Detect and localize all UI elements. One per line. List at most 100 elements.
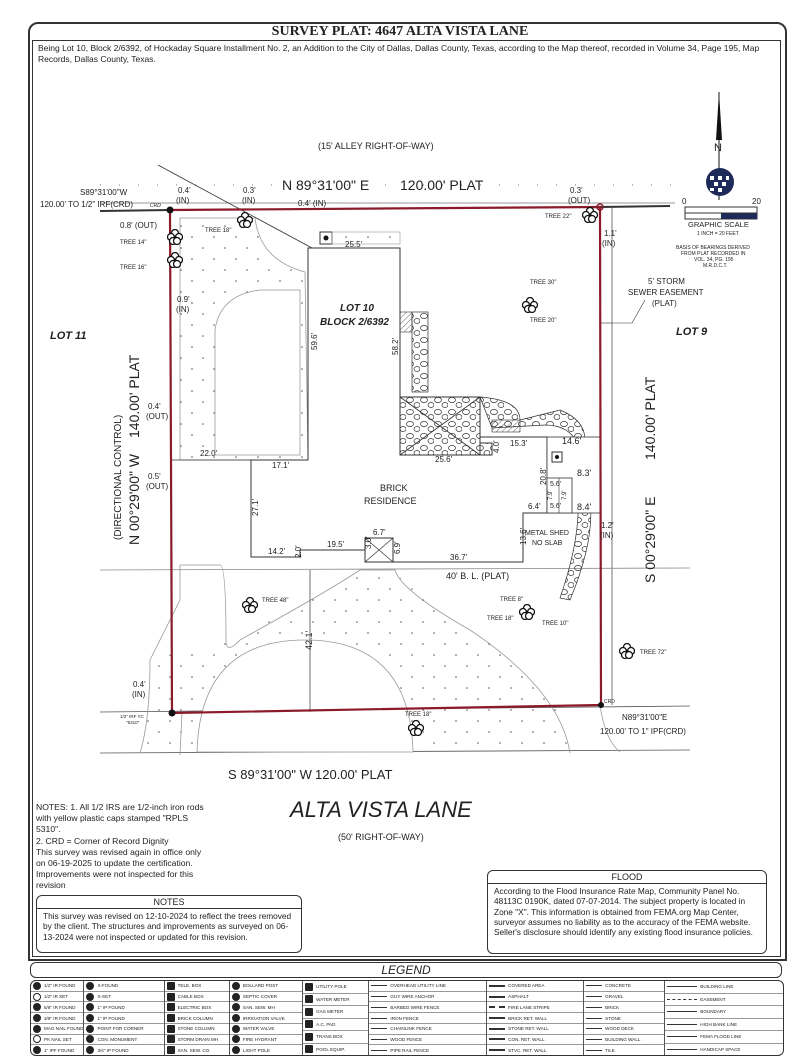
- legend-item: BOUNDARY: [665, 1006, 784, 1019]
- legend-symbol-icon: [86, 1003, 95, 1012]
- legend-label: ELECTRIC BOX: [177, 1004, 212, 1010]
- dimension-label: 25.6': [435, 455, 453, 464]
- west-bearing: N 00°29'00" W: [126, 453, 142, 545]
- notes-box-title: NOTES: [37, 896, 301, 909]
- offset-label: 1.1': [604, 229, 617, 238]
- flood-title: FLOOD: [488, 871, 766, 884]
- legend-item: PK NAIL SET: [31, 1035, 84, 1046]
- legend-label: 5/8" IR FOUND: [44, 1004, 76, 1010]
- legend-item: ELECTRIC BOX: [164, 1002, 229, 1014]
- legend-label: 1" IP FOUND: [97, 1004, 125, 1010]
- dimension-label: 2.0': [294, 545, 303, 558]
- legend-item: X-SET: [84, 992, 164, 1003]
- legend-label: WOOD DECK: [605, 1026, 634, 1032]
- offset-label: 0.4' (IN): [298, 199, 327, 208]
- legend-item: HANDICAP SPACE: [665, 1044, 783, 1056]
- sw-pin-label: 1/2" IRF YC: [120, 714, 144, 719]
- dimension-label: 36.7': [450, 553, 468, 562]
- legend-symbol-icon: [33, 1035, 41, 1044]
- offset-label: (IN): [132, 690, 146, 699]
- legend-label: PK NAIL SET: [44, 1036, 72, 1042]
- legend-symbol-icon: [371, 1017, 388, 1019]
- legend-label: BUILDING LINE: [700, 984, 734, 990]
- legend-item: 1" IPF FOUND: [31, 1045, 83, 1055]
- flood-text: According to the Flood Insurance Rate Ma…: [494, 886, 753, 938]
- legend-item: TRANS BOX: [303, 1031, 369, 1044]
- dimension-label: 6.9': [393, 541, 402, 554]
- legend-label: SAN. SEW. CO.: [177, 1047, 211, 1053]
- note-line: 5310".: [36, 824, 61, 835]
- residence-label: BRICK: [380, 483, 408, 493]
- south-bearing: S 89°31'00" W: [228, 767, 312, 782]
- tree-icon: [407, 719, 425, 737]
- legend-symbol-icon: [371, 1038, 388, 1040]
- legend-label: 1" IP FOUND: [97, 1015, 125, 1021]
- legend-item: WOOD DECK: [584, 1024, 665, 1035]
- dimension-label: 59.6': [310, 332, 319, 350]
- legend-symbol-icon: [86, 992, 95, 1001]
- offset-label: 0.9': [177, 295, 190, 304]
- offset-label: (IN): [602, 239, 616, 248]
- legend-label: GAS METER: [316, 1009, 344, 1015]
- legend-label: HIGH BANK LINE: [700, 1021, 738, 1027]
- legend-item: WATER METER: [303, 994, 369, 1006]
- legend-label: A.C. PAD: [316, 1021, 336, 1027]
- se-bearing: N89°31'00"E: [622, 713, 668, 722]
- legend-label: STONE RET. WALL: [508, 1026, 549, 1032]
- legend-symbol-icon: [371, 1028, 388, 1030]
- offset-label: (OUT): [568, 196, 591, 205]
- note-line: This survey was revised again in office …: [36, 846, 202, 857]
- legend-symbol-icon: [166, 992, 175, 1001]
- legend-label: STONE COLUMN: [177, 1026, 215, 1032]
- legend-item: SEPTIC COVER: [229, 992, 303, 1003]
- legend-item: UTILITY POLE: [303, 981, 369, 994]
- legend-item: WATER VALVE: [229, 1024, 303, 1035]
- offset-label: (IN): [176, 196, 190, 205]
- dimension-label: 19.5': [327, 540, 345, 549]
- legend-label: CON. MONUMENT: [97, 1036, 138, 1042]
- tree-label: TREE 18": [205, 228, 232, 234]
- tree-icon: [618, 642, 636, 660]
- dimension-label: 6.4': [528, 502, 541, 511]
- legend-label: CABLE BOX: [177, 994, 204, 1000]
- legend-item: PIPE RAIL FENCE: [369, 1045, 486, 1055]
- offset-label: (IN): [176, 305, 190, 314]
- nw-tie-line: [99, 209, 171, 212]
- north-distance: 120.00' PLAT: [400, 177, 484, 193]
- dimension-label: 14.6': [562, 436, 582, 446]
- legend-item: MAG NAIL FOUND: [31, 1024, 84, 1035]
- dimension-label: 7.9': [548, 490, 554, 501]
- tree-icon: [518, 603, 536, 621]
- legend-label: WATER VALVE: [242, 1026, 275, 1032]
- tree-icon: [521, 296, 539, 314]
- legend-label: SEPTIC COVER: [242, 994, 278, 1000]
- legend-symbol-icon: [586, 1028, 603, 1030]
- legend-label: 1" IPF FOUND: [44, 1047, 75, 1053]
- legend-label: OVERHEAD UTILITY LINE: [390, 983, 446, 989]
- tree-icon: [166, 228, 184, 246]
- legend-item: 1/2" IR FOUND: [31, 981, 84, 992]
- legend-symbol-icon: [166, 1003, 175, 1012]
- tree-label: TREE 8": [500, 597, 524, 603]
- legend-item: IRRIGATION VALVE: [229, 1013, 303, 1024]
- legend-label: TILE: [605, 1047, 615, 1053]
- legend-symbol-icon: [166, 1046, 175, 1055]
- legend-label: MAG NAIL FOUND: [44, 1026, 84, 1032]
- legend-symbol-icon: [231, 1003, 240, 1012]
- legend-label: X-SET: [97, 994, 111, 1000]
- dimension-label: 6.7': [373, 528, 386, 537]
- legend-label: FIRE LANE STRIPE: [508, 1004, 550, 1010]
- note-line: 2. CRD = Corner of Record Dignity: [36, 835, 169, 846]
- nw-crd: CRD: [150, 203, 161, 209]
- legend-label: BARBED WIRE FENCE: [390, 1004, 440, 1010]
- dimension-label: 25.5': [345, 240, 363, 249]
- shed-label: NO SLAB: [532, 540, 563, 547]
- legend-symbol-icon: [166, 1035, 175, 1044]
- legend-item: BUILDING WALL: [584, 1035, 665, 1046]
- page-title: SURVEY PLAT: 4647 ALTA VISTA LANE: [271, 24, 529, 39]
- dimension-label: 8.4': [577, 502, 592, 512]
- legend-label: BRICK RET. WALL: [508, 1015, 548, 1021]
- scale-min: 0: [682, 197, 687, 206]
